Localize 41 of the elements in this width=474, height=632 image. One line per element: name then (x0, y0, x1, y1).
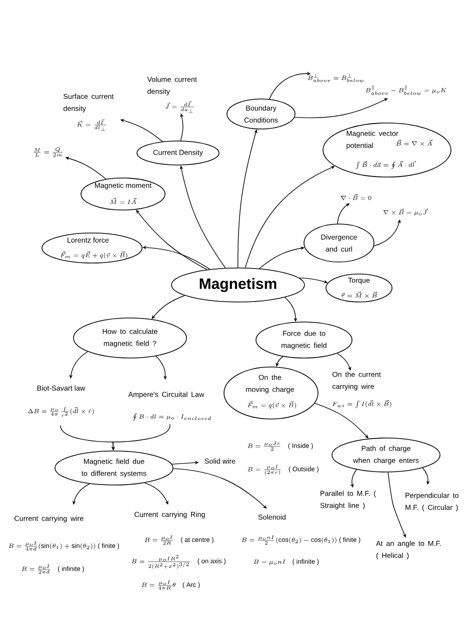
formula: $B=\frac{\mu_{o}I}{2R}\quad\mbox{( at centre )}$ (144, 536, 214, 545)
formula: $\vec{F}_{m}=q\vec{E}+q(\vec{v}\times\vec{B})$ (60, 251, 128, 259)
arrow (173, 468, 267, 509)
title-text: Magnetism (200, 278, 276, 292)
concept-oval (226, 98, 296, 130)
concept-oval (80, 178, 166, 210)
formula: $\Delta B=\frac{\mu_{o}}{4\pi}\frac{I}{r^{2}}(\vec{dl}\times\hat{r})$ (28, 407, 94, 417)
formula: $B=\frac{\mu_{o}I}{2\pi d}\quad\mbox{( infinite )}$ (22, 564, 84, 574)
formula: $\vec{M}=I\vec{A}$ (110, 198, 137, 204)
formula: $\nabla\times\vec{B}=\mu_{o}\vec{J}$ (383, 208, 428, 216)
formula: $B=\frac{\mu_{o}I}{4\pi d}(\sin(\theta_{1})+\sin(\theta_{2}))\ \mbox{( finite )}$ (8, 542, 120, 551)
formula: $\vec{B}=\nabla\times\vec{A}$ (396, 140, 433, 146)
formula: $\vec{F}_{m}=q(\vec{v}\times\vec{B})$ (248, 401, 296, 409)
formula: $B=\frac{\mu_{o}I}{4\pi R}\theta\quad\mbox{( Arc )}$ (142, 580, 200, 590)
concept-oval (304, 224, 374, 262)
formula: $F_{wi}=\int I(\vec{dl}\times\vec{B})$ (332, 400, 392, 408)
concept-oval (326, 274, 392, 302)
formula: $B=\frac{\mu_{o}IR^{2}}{2(R^{2}+x^{2})^{3/2}}\quad\mbox{( on axis )}$ (132, 554, 226, 569)
concept-oval (73, 318, 187, 358)
concept-oval (332, 438, 440, 472)
formula: $B=\frac{\mu_{o}I}{(2\pi r)}\quad\mbox{( Outside )}$ (248, 464, 318, 476)
formula: $\nabla\cdot\vec{B}=0$ (340, 194, 372, 200)
concept-oval (171, 268, 305, 302)
concept-oval (42, 232, 142, 264)
formula: $B^{\perp}_{above}=B^{\perp}_{below}$ (308, 74, 364, 82)
arrow (294, 98, 388, 118)
formula: $\frac{M}{L}=\frac{Q}{2m}$ (34, 147, 62, 157)
formula: $\vec{K}=\frac{d\vec{I}}{dl_{\perp}}$ (77, 119, 106, 131)
concept-oval (224, 366, 318, 420)
concept-oval (136, 140, 220, 166)
concept-oval (322, 122, 452, 178)
formula: $\int\vec{B}\cdot d\vec{a}=\oint\vec{A}\cdot d\vec{l}$ (356, 161, 416, 169)
formula: $\oint B\cdot dl=\mu_{o}\cdot I_{enclosed}$ (132, 413, 211, 421)
concept-oval (54, 450, 174, 486)
formula: $B^{\parallel}_{above}-B^{\parallel}_{below}=\mu_{o}K$ (366, 85, 446, 95)
formula: $B=\frac{\mu_{o}Jr}{2}\quad\mbox{( Inside )}$ (248, 442, 313, 450)
formula: $B=\frac{\mu_{o}nI}{2}(\cos(\theta_{2})-\cos(\theta_{1}))\ \mbox{( finite )}$ (242, 536, 360, 544)
formula: $\vec{\tau}=\vec{M}\times\vec{B}$ (341, 292, 378, 298)
formula: $\vec{J}=\frac{d\vec{I}}{da_{\perp}}$ (166, 101, 194, 113)
concept-oval (256, 322, 352, 358)
formula: $B=\mu_{o}nI\quad\mbox{( infinite )}$ (254, 558, 319, 566)
